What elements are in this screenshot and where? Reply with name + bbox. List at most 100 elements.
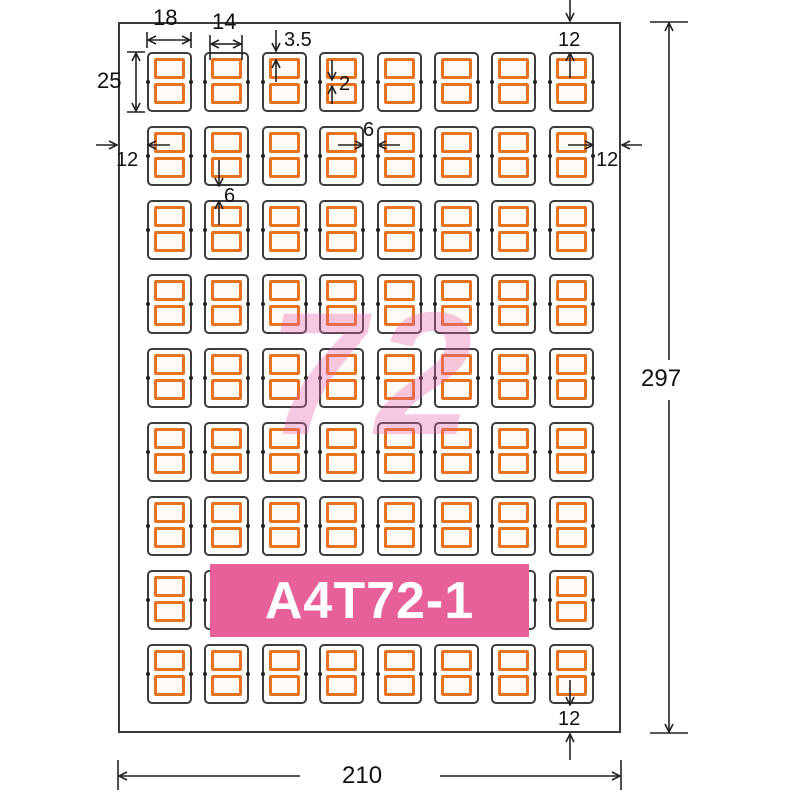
label-cell xyxy=(261,200,308,260)
label-cell xyxy=(548,496,595,556)
label-cell xyxy=(146,52,193,112)
label-inner-top xyxy=(498,58,529,79)
notch-left xyxy=(490,672,494,676)
notch-left xyxy=(490,376,494,380)
label-cell xyxy=(376,348,423,408)
notch-right xyxy=(591,302,595,306)
label-inner-top xyxy=(211,58,242,79)
notch-right xyxy=(361,524,365,528)
notch-left xyxy=(318,80,322,84)
label-inner-top xyxy=(211,132,242,153)
notch-left xyxy=(261,376,265,380)
notch-right xyxy=(361,154,365,158)
label-cell xyxy=(146,422,193,482)
label-cell xyxy=(548,644,595,704)
notch-right xyxy=(189,228,193,232)
label-cell xyxy=(203,52,250,112)
dim-sheet-width: 210 xyxy=(338,764,387,788)
label-cell xyxy=(261,496,308,556)
label-inner-bottom xyxy=(269,675,300,696)
label-inner-top xyxy=(269,428,300,449)
label-cell xyxy=(203,274,250,334)
notch-left xyxy=(318,154,322,158)
label-inner-bottom xyxy=(211,675,242,696)
notch-right xyxy=(419,376,423,380)
notch-right xyxy=(476,302,480,306)
dim-margin-left: 12 xyxy=(116,149,139,171)
label-cell xyxy=(490,644,537,704)
notch-right xyxy=(419,80,423,84)
label-cell xyxy=(261,348,308,408)
label-inner-bottom xyxy=(384,305,415,326)
label-inner-bottom xyxy=(269,83,300,104)
notch-right xyxy=(189,154,193,158)
notch-right xyxy=(304,672,308,676)
label-inner-top xyxy=(556,58,587,79)
label-cell xyxy=(376,496,423,556)
label-cell xyxy=(433,274,480,334)
label-inner-top xyxy=(154,58,185,79)
notch-right xyxy=(246,154,250,158)
label-inner-bottom xyxy=(154,83,185,104)
label-inner-bottom xyxy=(498,379,529,400)
notch-left xyxy=(146,80,150,84)
notch-right xyxy=(246,80,250,84)
label-inner-top xyxy=(154,428,185,449)
label-cell xyxy=(203,644,250,704)
label-inner-bottom xyxy=(441,379,472,400)
notch-right xyxy=(304,80,308,84)
label-inner-bottom xyxy=(326,453,357,474)
label-inner-top xyxy=(498,280,529,301)
label-inner-top xyxy=(384,58,415,79)
notch-left xyxy=(490,154,494,158)
notch-right xyxy=(246,302,250,306)
notch-left xyxy=(203,302,207,306)
label-inner-top xyxy=(384,206,415,227)
label-inner-top xyxy=(326,354,357,375)
label-inner-bottom xyxy=(326,157,357,178)
notch-right xyxy=(189,302,193,306)
label-inner-top xyxy=(384,132,415,153)
label-cell xyxy=(548,126,595,186)
label-inner-bottom xyxy=(384,453,415,474)
label-cell xyxy=(146,274,193,334)
label-inner-top xyxy=(211,502,242,523)
label-inner-bottom xyxy=(269,379,300,400)
label-inner-top xyxy=(211,650,242,671)
label-inner-bottom xyxy=(441,157,472,178)
notch-left xyxy=(203,154,207,158)
notch-right xyxy=(533,228,537,232)
label-cell xyxy=(433,496,480,556)
label-inner-top xyxy=(154,280,185,301)
notch-right xyxy=(246,672,250,676)
notch-right xyxy=(419,154,423,158)
label-inner-top xyxy=(269,502,300,523)
notch-left xyxy=(203,450,207,454)
label-inner-bottom xyxy=(211,157,242,178)
label-inner-top xyxy=(556,132,587,153)
notch-left xyxy=(433,672,437,676)
label-inner-bottom xyxy=(556,305,587,326)
notch-right xyxy=(533,672,537,676)
label-inner-bottom xyxy=(498,231,529,252)
notch-right xyxy=(533,302,537,306)
label-inner-top xyxy=(154,354,185,375)
notch-left xyxy=(261,302,265,306)
notch-left xyxy=(548,598,552,602)
label-inner-bottom xyxy=(441,231,472,252)
notch-left xyxy=(490,524,494,528)
label-inner-bottom xyxy=(154,231,185,252)
notch-left xyxy=(548,302,552,306)
label-cell xyxy=(490,274,537,334)
notch-left xyxy=(548,672,552,676)
notch-right xyxy=(591,154,595,158)
notch-right xyxy=(476,228,480,232)
notch-left xyxy=(433,376,437,380)
notch-right xyxy=(246,228,250,232)
label-inner-top xyxy=(211,354,242,375)
notch-right xyxy=(419,228,423,232)
label-inner-bottom xyxy=(498,305,529,326)
label-cell xyxy=(261,274,308,334)
label-inner-bottom xyxy=(384,157,415,178)
label-inner-bottom xyxy=(384,675,415,696)
